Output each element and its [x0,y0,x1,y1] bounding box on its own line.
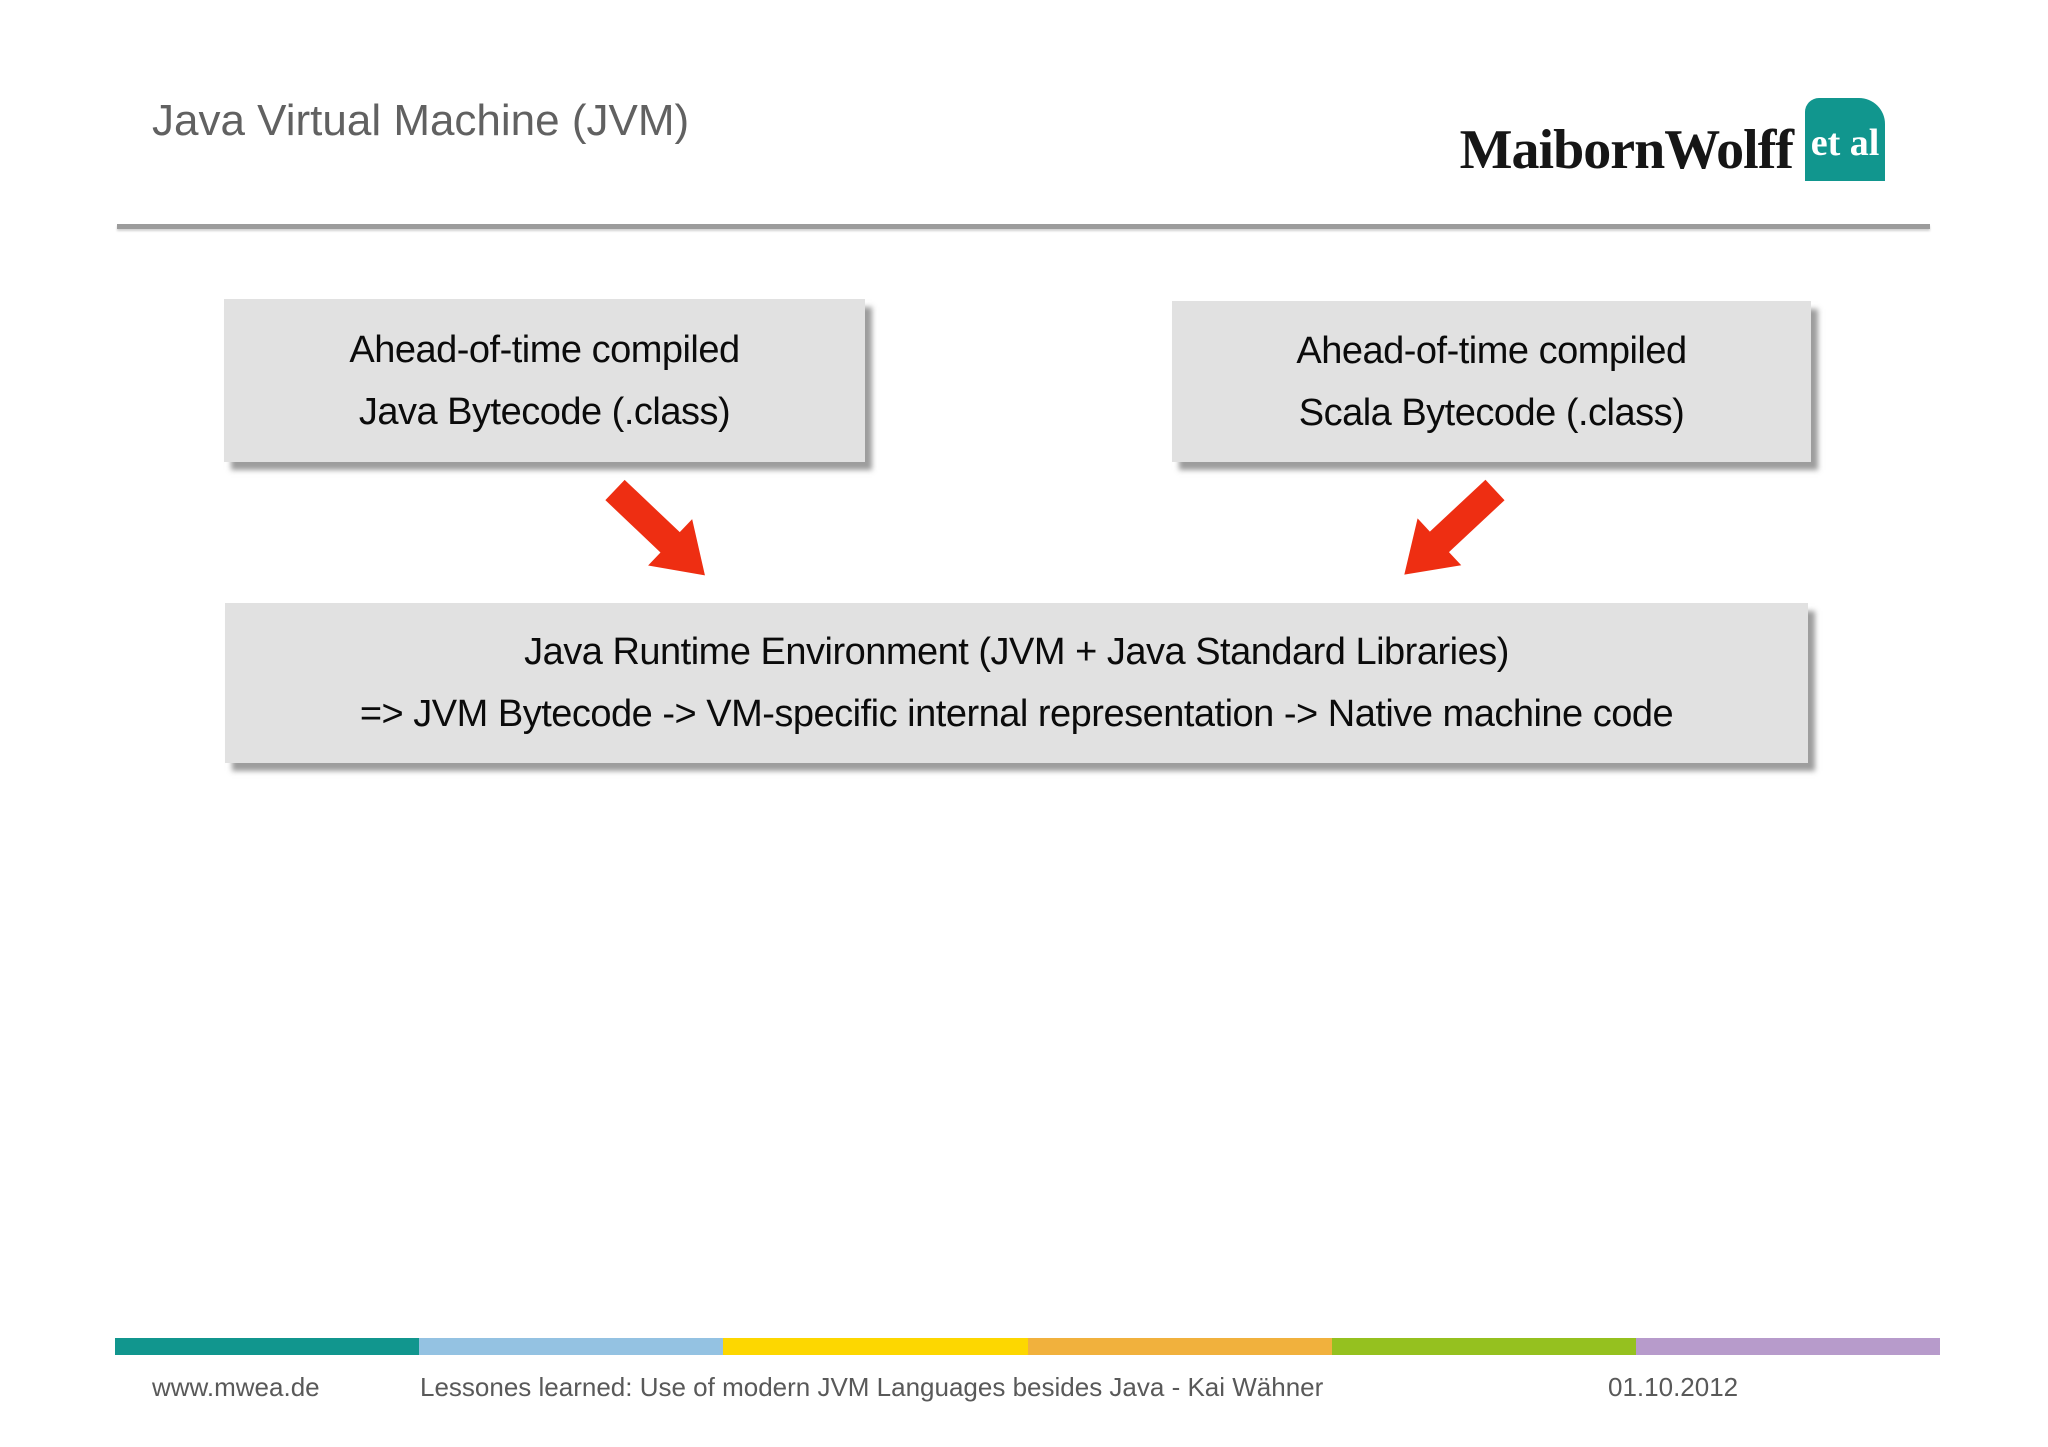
arrow-java-to-jre-icon [605,479,705,576]
footer-subtitle: Lessones learned: Use of modern JVM Lang… [420,1372,1324,1402]
box-scala-line1: Ahead-of-time compiled [1296,329,1687,372]
stripe-segment-purple [1635,1338,1941,1355]
company-logo: MaibornWolff et al [1460,98,1885,181]
footer-website: www.mwea.de [152,1372,320,1402]
box-java-line2: Java Bytecode (.class) [358,390,731,433]
box-java-bytecode: Ahead-of-time compiled Java Bytecode (.c… [224,299,865,462]
box-jre: Java Runtime Environment (JVM + Java Sta… [225,603,1808,763]
logo-etal-label: et al [1810,121,1880,164]
footer-color-stripe [115,1338,1941,1355]
footer-date: 01.10.2012 [1608,1372,1739,1402]
logo-wordmark: MaibornWolff [1459,119,1794,181]
box-jre-line2: => JVM Bytecode -> VM-specific internal … [359,693,1674,735]
stripe-segment-gold [1027,1338,1332,1355]
stripe-segment-yellow [723,1338,1028,1355]
arrow-scala-to-jre-icon [1404,479,1505,575]
stripe-segment-green [1331,1338,1636,1355]
box-scala-bytecode: Ahead-of-time compiled Scala Bytecode (.… [1172,301,1811,462]
box-jre-line1: Java Runtime Environment (JVM + Java Sta… [524,631,1509,673]
header-divider [117,224,1930,229]
logo-etal-badge: et al [1805,98,1885,181]
box-scala-line2: Scala Bytecode (.class) [1298,391,1685,434]
stripe-segment-blue [419,1338,724,1355]
box-java-line1: Ahead-of-time compiled [349,328,740,371]
stripe-segment-teal [115,1338,420,1355]
page-title: Java Virtual Machine (JVM) [152,96,690,145]
